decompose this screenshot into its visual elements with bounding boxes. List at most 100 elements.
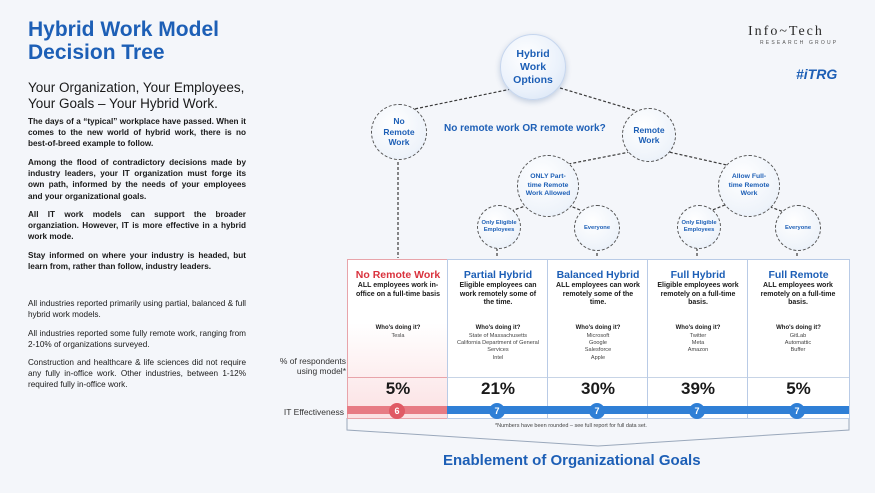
connector-remote-full-time <box>659 149 741 169</box>
respondent-percent: 5% <box>786 379 811 398</box>
finding-3: Construction and healthcare & life scien… <box>28 358 246 390</box>
effectiveness-badge: 7 <box>789 403 805 419</box>
subtitle-line-1: Your Organization, Your Employees, <box>28 80 245 95</box>
node-only-eligible-2: Only Eligible Employees <box>677 205 721 249</box>
respondent-percent: 5% <box>385 379 411 398</box>
pct-box <box>648 377 748 404</box>
model-description: Eligible employees can work remotely som… <box>459 282 537 307</box>
pct-box <box>348 377 448 404</box>
percent-label-line-1: % of respondents <box>279 356 346 366</box>
node-full-time-label: Allow Full-time Remote Work <box>728 173 770 198</box>
company-list: GitLab Automattic Buffer <box>752 333 844 355</box>
node-no-remote-label: No Remote Work <box>383 116 415 148</box>
node-only-eligible-1: Only Eligible Employees <box>477 205 521 249</box>
company: Salesforce <box>584 347 612 354</box>
model-name: Balanced Hybrid <box>556 269 640 281</box>
logo-subtitle: RESEARCH GROUP <box>760 40 839 46</box>
enablement-label: Enablement of Organizational Goals <box>443 452 701 469</box>
intro-paragraph-1: The days of a “typical” workplace have p… <box>28 117 246 149</box>
it-effectiveness-label: IT Effectiveness <box>283 407 344 417</box>
company: Meta <box>691 340 705 347</box>
node-everyone-1-label: Everyone <box>583 224 611 231</box>
company-list: Microsoft Google Salesforce Apple <box>552 333 644 362</box>
title-line-2: Decision Tree <box>28 41 165 64</box>
effectiveness-badge: 7 <box>689 403 705 419</box>
node-hybrid-work-options: Hybrid Work Options <box>500 34 566 100</box>
node-eligible-1-label: Only Eligible Employees <box>481 220 517 233</box>
connector-root-remote <box>559 87 641 113</box>
model-name: Full Remote <box>768 269 829 281</box>
node-remote-label: Remote Work <box>633 124 665 146</box>
model-column-full-hybrid: Full Hybrid Eligible employees work remo… <box>647 259 749 419</box>
company: State of Massachusetts <box>468 333 528 339</box>
whos-doing-it-label: Who's doing it? <box>675 325 721 331</box>
effectiveness-badge: 7 <box>489 403 505 419</box>
percent-respondents-label: % of respondents using model* <box>268 356 346 376</box>
company-list: Twitter Meta Amazon <box>652 333 744 355</box>
node-no-remote-work: No Remote Work <box>371 104 427 160</box>
pct-box <box>448 377 548 404</box>
node-allow-full-time: Allow Full-time Remote Work <box>718 155 780 217</box>
model-column-partial-hybrid: Partial Hybrid Eligible employees can wo… <box>447 259 549 419</box>
page-subtitle: Your Organization, Your Employees, Your … <box>28 80 268 112</box>
node-everyone-1: Everyone <box>574 205 620 251</box>
subtitle-line-2: Your Goals – Your Hybrid Work. <box>28 96 218 111</box>
model-description: ALL employees work remotely on a full-ti… <box>760 282 836 307</box>
company-list: Tesla <box>352 333 444 340</box>
company: Automattic <box>784 340 812 347</box>
model-name: No Remote Work <box>355 269 441 281</box>
node-part-time-label: ONLY Part-time Remote Work Allowed <box>525 173 571 198</box>
company: California Department of General Service… <box>456 340 540 354</box>
decision-question: No remote work OR remote work? <box>444 123 606 134</box>
node-eligible-2-label: Only Eligible Employees <box>681 220 717 233</box>
respondent-percent: 30% <box>580 379 616 398</box>
model-description: ALL employees work in-office on a full-t… <box>355 282 440 298</box>
company: Amazon <box>687 347 709 354</box>
company: Google <box>588 340 608 347</box>
company: Microsoft <box>586 333 610 339</box>
model-description: ALL employees can work remotely some of … <box>556 282 640 307</box>
whos-doing-it-label: Who's doing it? <box>575 325 621 331</box>
company: Tesla <box>391 333 405 339</box>
node-everyone-2: Everyone <box>775 205 821 251</box>
page-title: Hybrid Work Model Decision Tree <box>28 18 288 64</box>
node-only-part-time: ONLY Part-time Remote Work Allowed <box>517 155 579 217</box>
intro-paragraph-4: Stay informed on where your industry is … <box>28 251 246 272</box>
model-name: Partial Hybrid <box>463 269 533 281</box>
model-name: Full Hybrid <box>670 269 726 281</box>
finding-2: All industries reported some fully remot… <box>28 329 246 350</box>
model-description: Eligible employees work remotely on a fu… <box>657 282 739 307</box>
model-column-full-remote: Full Remote ALL employees work remotely … <box>747 259 850 419</box>
company: Intel <box>492 354 504 361</box>
pct-box <box>548 377 648 404</box>
intro-paragraph-3: All IT work models can support the broad… <box>28 210 246 242</box>
infotech-logo: Info~Tech <box>748 24 824 39</box>
whos-doing-it-label: Who's doing it? <box>776 325 821 331</box>
respondent-percent: 39% <box>680 379 716 398</box>
itrg-tag: #iTRG <box>796 66 838 82</box>
node-everyone-2-label: Everyone <box>784 224 812 231</box>
enablement-bracket <box>346 418 850 447</box>
company: GitLab <box>789 333 807 339</box>
company: Buffer <box>790 347 806 354</box>
connector-root-no-remote <box>399 87 517 113</box>
model-column-no-remote: No Remote Work ALL employees work in-off… <box>347 259 449 419</box>
footnote: *Numbers have been rounded – see full re… <box>495 423 647 429</box>
connector-remote-part-time <box>547 149 641 169</box>
whos-doing-it-label: Who's doing it? <box>475 325 521 331</box>
node-remote-work: Remote Work <box>622 108 676 162</box>
node-root-label: Hybrid Work Options <box>513 47 553 86</box>
title-line-1: Hybrid Work Model <box>28 18 219 41</box>
model-column-balanced-hybrid: Balanced Hybrid ALL employees can work r… <box>547 259 649 419</box>
company-list: State of Massachusetts California Depart… <box>452 333 544 362</box>
intro-paragraph-2: Among the flood of contradictory decisio… <box>28 158 246 201</box>
respondent-percent: 21% <box>480 379 516 398</box>
percent-label-line-2: using model* <box>296 365 346 376</box>
company: Apple <box>590 354 606 361</box>
finding-1: All industries reported primarily using … <box>28 299 246 320</box>
effectiveness-badge: 7 <box>589 403 605 419</box>
effectiveness-badge: 6 <box>389 403 405 419</box>
pct-box <box>748 377 849 404</box>
whos-doing-it-label: Who's doing it? <box>375 325 421 331</box>
